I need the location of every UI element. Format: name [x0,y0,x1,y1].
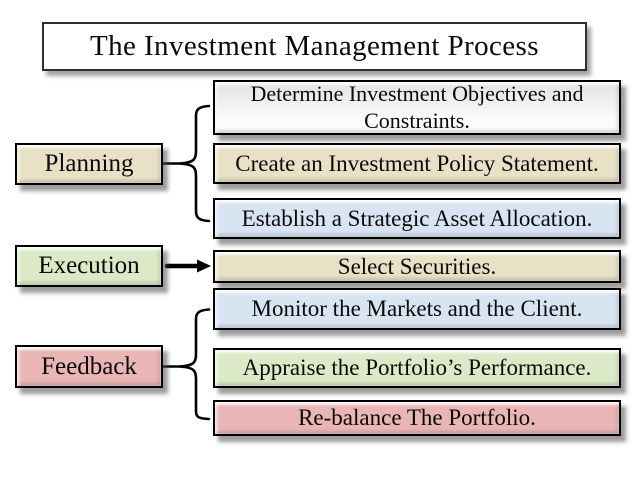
step-text: Monitor the Markets and the Client. [251,296,583,321]
step-box-determine-objectives: Determine Investment Objectives and Cons… [213,80,621,135]
stage-box-planning: Planning [15,143,163,185]
stage-label-execution: Execution [38,252,140,279]
step-box-rebalance-portfolio: Re-balance The Portfolio. [213,400,621,436]
step-box-monitor-markets: Monitor the Markets and the Client. [213,288,621,330]
step-text: Determine Investment Objectives and Cons… [250,80,584,133]
step-text: Appraise the Portfolio’s Performance. [242,355,592,380]
step-text: Select Securities. [337,253,497,279]
stage-label-planning: Planning [44,150,134,177]
planning-brace-connector [178,104,211,223]
stage-label-feedback: Feedback [41,352,137,380]
stage-box-feedback: Feedback [15,345,163,388]
step-text: Create an Investment Policy Statement. [235,150,599,176]
step-box-strategic-allocation: Establish a Strategic Asset Allocation. [213,198,621,239]
step-box-appraise-performance: Appraise the Portfolio’s Performance. [213,348,621,388]
feedback-brace-connector [178,308,211,421]
stage-box-execution: Execution [15,245,163,287]
step-text: Establish a Strategic Asset Allocation. [241,205,593,231]
step-box-create-policy: Create an Investment Policy Statement. [213,143,621,184]
execution-arrow-head [197,259,211,273]
step-text: Re-balance The Portfolio. [298,405,536,430]
page-title: The Investment Management Process [90,30,539,62]
step-box-select-securities: Select Securities. [213,250,621,283]
title-box: The Investment Management Process [42,22,587,71]
